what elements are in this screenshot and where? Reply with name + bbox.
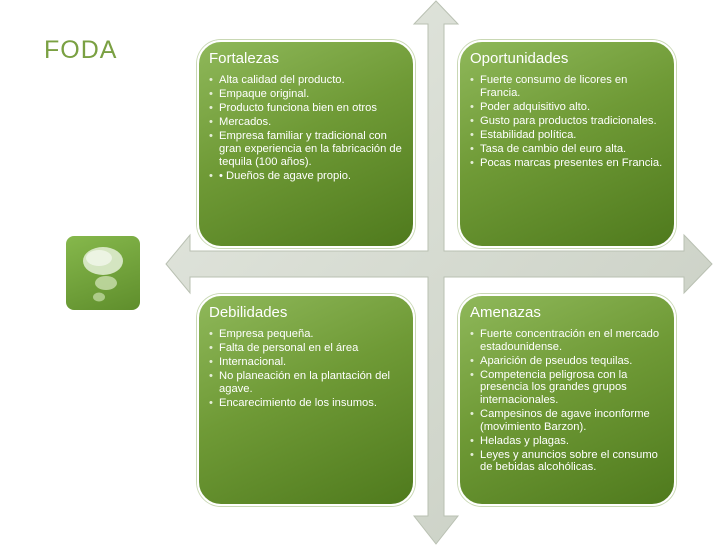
list-item: No planeación en la plantación del agave…: [209, 370, 405, 395]
list-item: Alta calidad del producto.: [209, 74, 405, 87]
list-item: Empaque original.: [209, 88, 405, 101]
list-item: Fuerte consumo de licores en Francia.: [470, 74, 666, 99]
oportunidades-list: Fuerte consumo de licores en Francia. Po…: [470, 74, 666, 170]
list-item: • Dueños de agave propio.: [209, 170, 405, 183]
quadrant-amenazas: Amenazas Fuerte concentración en el merc…: [458, 294, 676, 506]
list-item: Competencia peligrosa con la presencia l…: [470, 369, 666, 407]
list-item: Mercados.: [209, 116, 405, 129]
quadrant-heading: Debilidades: [209, 304, 288, 321]
list-item: Internacional.: [209, 356, 405, 369]
list-item: Pocas marcas presentes en Francia.: [470, 157, 666, 170]
list-item: Fuerte concentración en el mercado estad…: [470, 328, 666, 353]
list-item: Empresa pequeña.: [209, 328, 405, 341]
quadrant-heading: Fortalezas: [209, 50, 280, 67]
list-item: Campesinos de agave inconforme (movimien…: [470, 408, 666, 433]
list-item: Aparición de pseudos tequilas.: [470, 355, 666, 368]
quadrant-heading: Amenazas: [470, 304, 541, 321]
list-item: Leyes y anuncios sobre el consumo de beb…: [470, 449, 666, 474]
list-item: Falta de personal en el área: [209, 342, 405, 355]
slide-title: FODA: [44, 36, 118, 64]
list-item: Heladas y plagas.: [470, 435, 666, 448]
list-item: Encarecimiento de los insumos.: [209, 397, 405, 410]
amenazas-list: Fuerte concentración en el mercado estad…: [470, 328, 666, 474]
list-item: Tasa de cambio del euro alta.: [470, 143, 666, 156]
list-item: Producto funciona bien en otros: [209, 102, 405, 115]
quadrant-heading: Oportunidades: [470, 50, 569, 67]
quadrant-debilidades: Debilidades Empresa pequeña. Falta de pe…: [197, 294, 415, 506]
list-item: Estabilidad política.: [470, 129, 666, 142]
thought-bubble-icon: [66, 236, 140, 310]
quadrant-oportunidades: Oportunidades Fuerte consumo de licores …: [458, 40, 676, 248]
list-item: Poder adquisitivo alto.: [470, 101, 666, 114]
quadrant-fortalezas: Fortalezas Alta calidad del producto. Em…: [197, 40, 415, 248]
list-item: Gusto para productos tradicionales.: [470, 115, 666, 128]
list-item: Empresa familiar y tradicional con gran …: [209, 130, 405, 168]
debilidades-list: Empresa pequeña. Falta de personal en el…: [209, 328, 405, 410]
fortalezas-list: Alta calidad del producto. Empaque origi…: [209, 74, 405, 182]
